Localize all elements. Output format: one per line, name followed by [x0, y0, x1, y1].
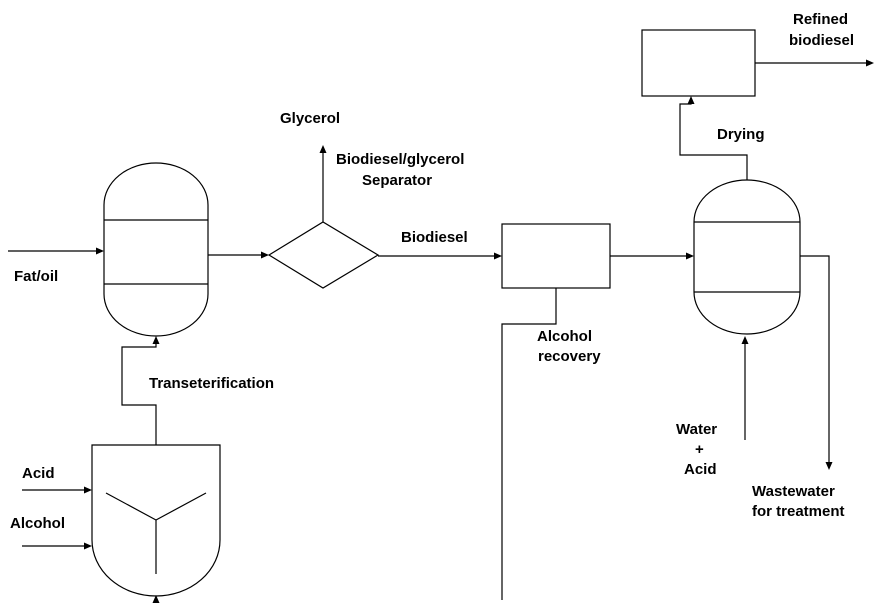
- water-acid-label: Acid: [684, 461, 717, 478]
- alcohol-arrowhead: [84, 542, 92, 550]
- refined-biodiesel-arrowhead: [866, 59, 874, 67]
- wastewater-line: [800, 255, 830, 464]
- drying-arrowhead: [687, 96, 695, 104]
- separator-label-line2: Separator: [362, 172, 432, 189]
- separator-label-line1: Biodiesel/glycerol: [336, 151, 464, 168]
- glycerol-arrowhead: [319, 145, 327, 153]
- fat-oil-label: Fat/oil: [14, 268, 58, 285]
- wastewater-label-line2: for treatment: [752, 503, 845, 520]
- acid-arrowhead: [84, 486, 92, 494]
- reactor-to-separator-arrowhead: [261, 251, 269, 259]
- transesterification-label: Transeterification: [149, 375, 274, 392]
- separator-diamond: [267, 221, 380, 289]
- refined-label-line2: biodiesel: [789, 32, 854, 49]
- alcohol-recovery-label-line2: recovery: [538, 348, 601, 365]
- acid-label: Acid: [22, 465, 55, 482]
- refined-label-line1: Refined: [793, 11, 848, 28]
- water-label: Water: [676, 421, 717, 438]
- alcohol-recovery-line: [501, 288, 557, 600]
- transesterification-reactor: [103, 162, 209, 337]
- washing-column: [693, 179, 801, 335]
- biodiesel-label: Biodiesel: [401, 229, 468, 246]
- drying-label: Drying: [717, 126, 765, 143]
- alcohol-label: Alcohol: [10, 515, 65, 532]
- agitator-blade-right: [155, 492, 207, 521]
- refining-box: [641, 29, 756, 97]
- alcohol-recovery-label-line1: Alcohol: [537, 328, 592, 345]
- tank-to-reactor-arrowhead: [152, 336, 160, 344]
- biodiesel-arrowhead: [494, 252, 502, 260]
- recovery-to-washer-arrowhead: [686, 252, 694, 260]
- water-acid-arrowhead: [741, 336, 749, 344]
- wastewater-arrowhead: [825, 462, 833, 470]
- glycerol-label: Glycerol: [280, 110, 340, 127]
- wastewater-label-line1: Wastewater: [752, 483, 835, 500]
- agitator-blade-left: [105, 492, 157, 521]
- alcohol-recovery-box: [501, 223, 611, 289]
- fat-oil-arrowhead: [96, 247, 104, 255]
- plus-label: +: [695, 441, 704, 458]
- tank-bottom-arrowhead: [152, 595, 160, 603]
- tank-to-reactor-line: [121, 342, 157, 445]
